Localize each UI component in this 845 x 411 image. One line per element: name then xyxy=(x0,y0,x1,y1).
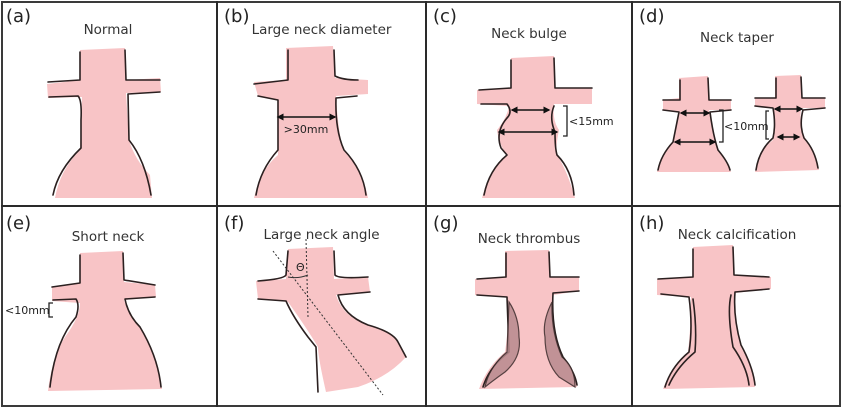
short-neck-aorta-shape: <10mm xyxy=(5,251,162,391)
panel-h: (h) Neck calcification xyxy=(633,207,841,409)
panel-label: (e) xyxy=(6,213,32,234)
panel-title: Neck taper xyxy=(700,30,774,46)
panel-b: (b) Large neck diameter >30mm xyxy=(218,0,425,205)
panel-e: (e) Short neck <10mm xyxy=(0,207,216,409)
neck-bulge-aorta-shape: <15mm xyxy=(477,56,614,198)
divider-vertical-3 xyxy=(631,1,633,407)
panel-title: Large neck angle xyxy=(263,227,380,243)
panel-g: (g) Neck thrombus xyxy=(427,207,631,409)
neck-axis-line xyxy=(305,238,309,318)
panel-label: (b) xyxy=(224,6,250,27)
panel-c: (c) Neck bulge <15mm xyxy=(427,0,631,205)
panel-title: Neck calcification xyxy=(677,227,797,243)
panel-label: (h) xyxy=(639,213,665,234)
neck-calcification-aorta-shape xyxy=(657,245,771,389)
panel-title: Neck thrombus xyxy=(477,231,581,247)
panel-a: (a) Normal xyxy=(0,0,216,205)
panel-label: (c) xyxy=(433,6,457,27)
panel-title: Large neck diameter xyxy=(251,22,392,38)
thrombus-left xyxy=(484,300,521,389)
large-neck-angle-aorta-shape: Θ xyxy=(256,238,407,396)
panel-label: (a) xyxy=(6,6,32,27)
divider-vertical-2 xyxy=(425,1,427,407)
annotation-text: >30mm xyxy=(284,123,329,136)
neck-thrombus-aorta-shape xyxy=(475,250,580,389)
normal-aorta-shape xyxy=(47,48,161,198)
panel-d: (d) Neck taper <10mm xyxy=(633,0,841,205)
annotation-text: <10mm xyxy=(724,120,769,133)
panel-label: (d) xyxy=(639,6,665,27)
neck-taper-aorta-shapes: <10mm xyxy=(657,75,826,172)
panel-label: (g) xyxy=(433,213,459,234)
annotation-text: <15mm xyxy=(569,115,614,128)
divider-vertical-1 xyxy=(216,1,218,407)
angle-symbol: Θ xyxy=(296,261,305,274)
panel-title: Neck bulge xyxy=(491,26,567,42)
annotation-text: <10mm xyxy=(5,304,50,317)
divider-horizontal xyxy=(1,205,841,207)
panel-title: Short neck xyxy=(71,229,145,245)
panel-label: (f) xyxy=(224,213,245,234)
panel-title: Normal xyxy=(83,22,133,38)
large-neck-aorta-shape: >30mm xyxy=(253,46,368,198)
thrombus-right xyxy=(543,301,576,389)
panel-f: (f) Large neck angle Θ xyxy=(218,207,425,409)
